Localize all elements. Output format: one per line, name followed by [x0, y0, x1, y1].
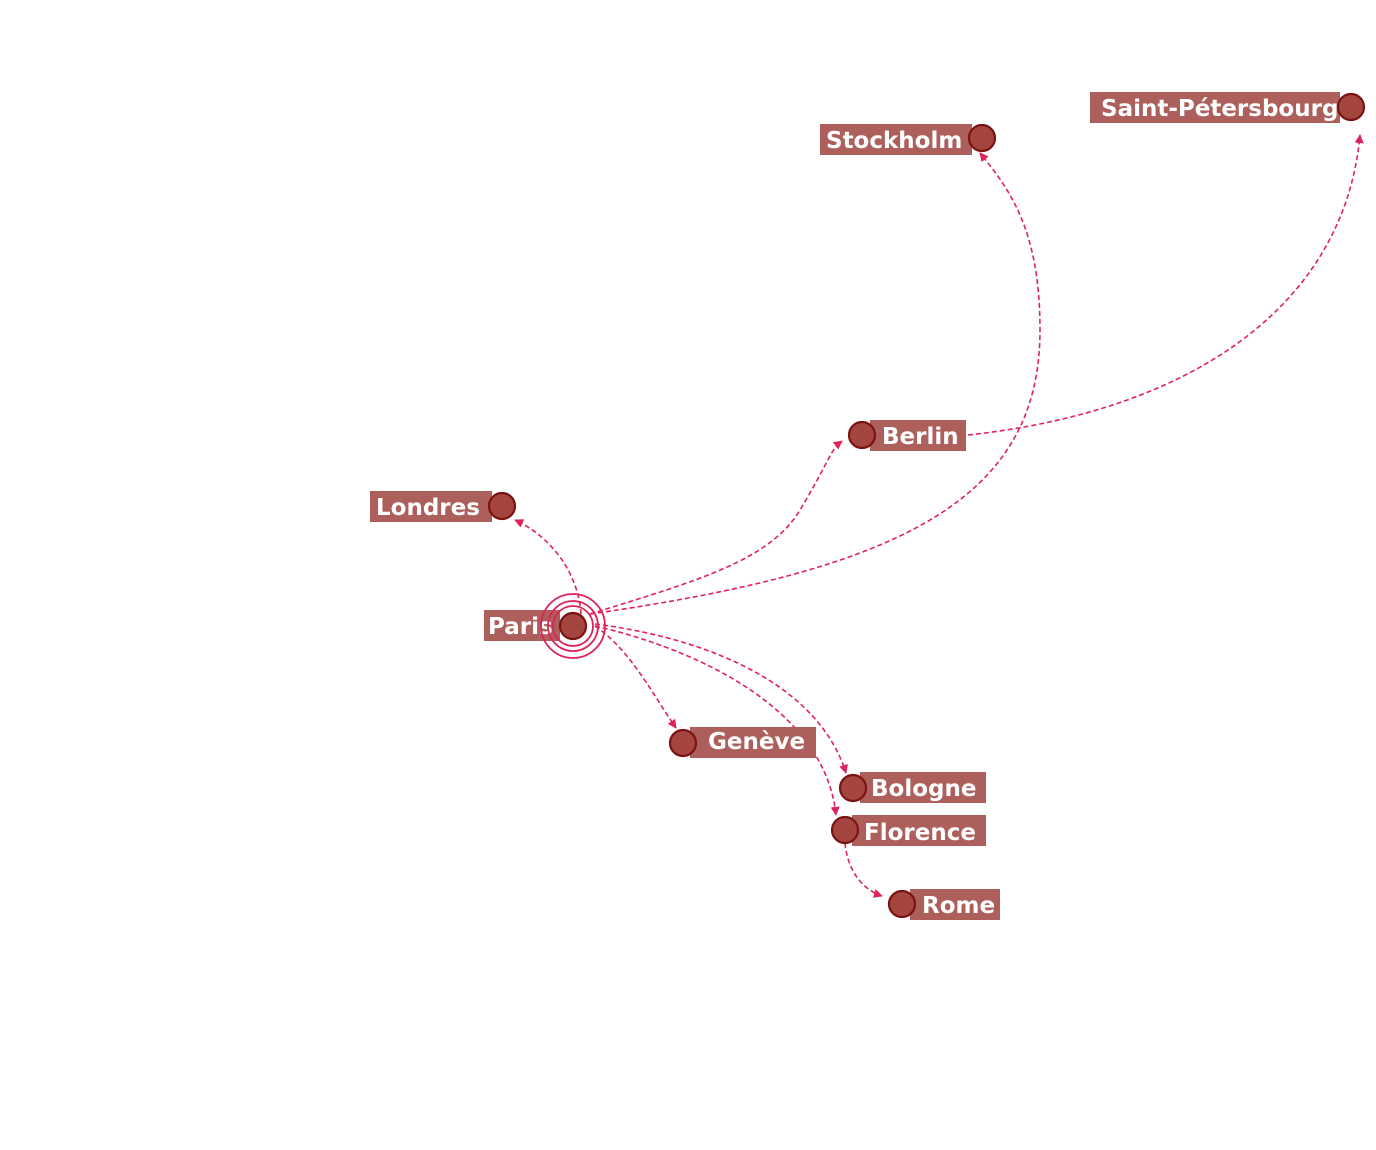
route-paris-florence: [594, 625, 840, 816]
origin-ring-icon: [547, 600, 599, 652]
city-label: Bologne: [871, 776, 976, 802]
route-berlin-saint-petersbourg: [967, 134, 1364, 436]
city-marker-icon: [847, 420, 877, 450]
city-label-background: [370, 491, 492, 522]
city-label-background: [870, 420, 966, 451]
route-paris-bologne: [594, 623, 848, 774]
city-bologne[interactable]: Bologne: [838, 772, 986, 803]
origin-ring-icon: [552, 605, 594, 647]
city-stockholm[interactable]: Stockholm: [820, 123, 997, 155]
route-paris-berlin: [589, 440, 843, 615]
route-paris-londres: [514, 519, 582, 615]
route-paris-stockholm: [589, 152, 1041, 615]
city-geneve[interactable]: Genève: [668, 727, 816, 758]
city-label-background: [820, 124, 972, 155]
city-label: Rome: [922, 893, 995, 919]
city-marker-icon: [558, 611, 588, 641]
city-marker-icon: [838, 773, 868, 803]
city-marker-icon: [830, 815, 860, 845]
city-saint-petersbourg[interactable]: Saint-Pétersbourg: [1090, 92, 1366, 123]
city-label-background: [852, 815, 986, 846]
city-label-background: [1090, 92, 1340, 123]
city-berlin[interactable]: Berlin: [847, 420, 966, 451]
city-label-background: [860, 772, 986, 803]
city-label: Saint-Pétersbourg: [1101, 96, 1338, 122]
city-label: Londres: [376, 495, 480, 521]
city-florence[interactable]: Florence: [830, 815, 986, 846]
city-marker-icon: [668, 728, 698, 758]
city-marker-icon: [887, 889, 917, 919]
city-paris[interactable]: Paris: [484, 593, 606, 659]
cities-layer: Saint-Pétersbourg Stockholm Berlin Londr…: [370, 92, 1366, 920]
city-londres[interactable]: Londres: [370, 491, 517, 522]
origin-ring-icon: [540, 593, 606, 659]
city-marker-icon: [967, 123, 997, 153]
city-label: Florence: [864, 820, 976, 846]
city-label-background: [690, 727, 816, 758]
city-label-background: [910, 889, 1000, 920]
route-florence-rome: [844, 842, 883, 898]
city-label: Genève: [708, 729, 805, 755]
routes-layer: [514, 134, 1364, 898]
city-rome[interactable]: Rome: [887, 889, 1000, 920]
city-label: Berlin: [882, 424, 959, 450]
city-marker-icon: [1336, 92, 1366, 122]
city-label: Stockholm: [826, 128, 962, 154]
city-marker-icon: [487, 491, 517, 521]
route-paris-geneve: [594, 625, 677, 729]
